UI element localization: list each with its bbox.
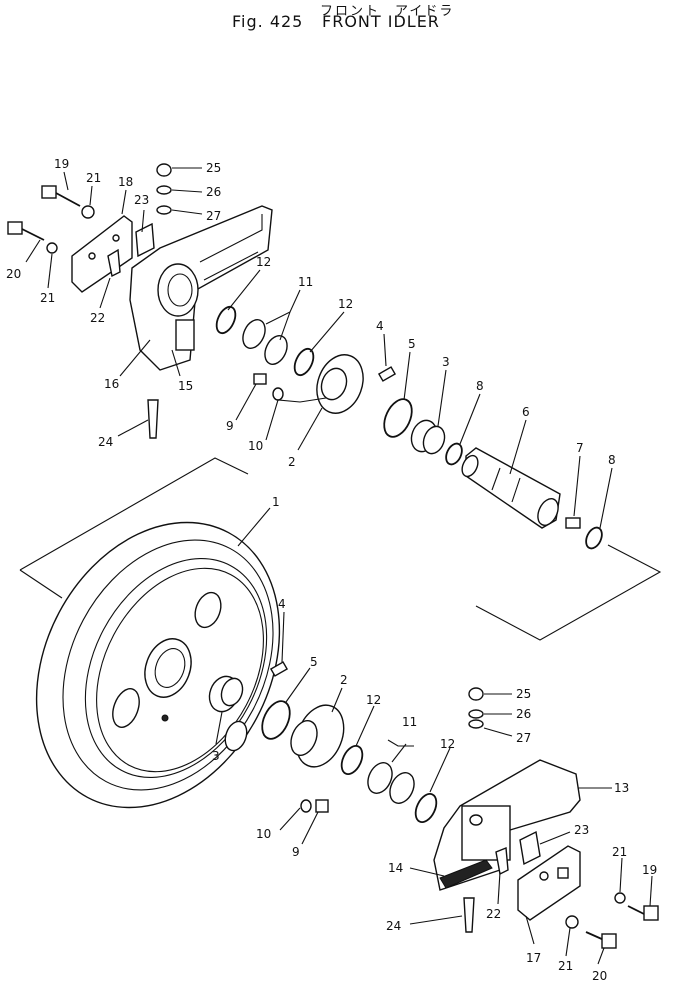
callout-3: 3	[442, 355, 450, 369]
callout-13: 13	[614, 781, 629, 795]
callout-8: 8	[476, 379, 484, 393]
callout-21: 21	[558, 959, 573, 973]
callout-10: 10	[256, 827, 271, 841]
floating-seal-lower	[367, 762, 415, 804]
callout-8: 8	[608, 453, 616, 467]
callout-21: 21	[40, 291, 55, 305]
shim-upper-a	[107, 248, 121, 278]
retainer-upper	[316, 354, 364, 414]
idler-wheel	[35, 521, 281, 809]
bolt-small-lower	[315, 799, 329, 813]
callout-21: 21	[86, 171, 101, 185]
title-japanese: フロント アイドラ	[320, 4, 455, 19]
shaft	[461, 447, 561, 529]
bolt-upper-a	[41, 185, 81, 207]
bearing-housing-upper	[129, 205, 273, 371]
o-ring-lower	[261, 700, 291, 740]
bolt-lower-a	[627, 905, 659, 921]
o-ring-shaft-a	[445, 442, 463, 466]
o-ring-upper	[383, 398, 413, 438]
shim-upper-b	[135, 222, 155, 258]
collar-lower	[208, 675, 244, 713]
assembly-frame-lines	[19, 457, 662, 641]
washer-upper-a	[81, 205, 95, 219]
callout-12: 12	[338, 297, 353, 311]
callout-2: 2	[288, 455, 296, 469]
callout-22: 22	[486, 907, 501, 921]
callout-5: 5	[310, 655, 318, 669]
leader-lines	[25, 167, 653, 965]
washer-upper-b	[46, 242, 58, 254]
bolt-small-upper	[253, 373, 267, 385]
bar-lower	[439, 859, 493, 889]
stud-upper	[147, 399, 159, 439]
o-ring-shaft-b	[585, 526, 603, 550]
callout-20: 20	[6, 267, 21, 281]
callout-11: 11	[402, 715, 417, 729]
callout-24: 24	[386, 919, 401, 933]
plate-lower	[517, 845, 581, 921]
callout-26: 26	[516, 707, 531, 721]
nut-upper	[156, 163, 172, 215]
callout-27: 27	[206, 209, 221, 223]
callout-24: 24	[98, 435, 113, 449]
callout-9: 9	[226, 419, 234, 433]
callout-7: 7	[576, 441, 584, 455]
washer-lower-a	[614, 892, 626, 904]
seal-ring-upper-b	[293, 347, 315, 377]
figure-title: FRONT IDLER	[322, 12, 440, 31]
callout-25: 25	[516, 687, 531, 701]
shim-lower-a	[495, 847, 509, 876]
seal-ring-lower-a	[340, 744, 364, 776]
floating-seal-upper	[242, 319, 288, 365]
figure-number: Fig. 425	[232, 12, 304, 31]
callout-labels: 19 21 18 20 21 22 23 25 26 27 12 11 12 1…	[6, 157, 657, 981]
callout-17: 17	[526, 951, 541, 965]
washer-small-upper	[272, 387, 284, 401]
callout-6: 6	[522, 405, 530, 419]
callout-12: 12	[366, 693, 381, 707]
washer-lower-b	[565, 915, 579, 929]
callout-19: 19	[642, 863, 657, 877]
callout-23: 23	[134, 193, 149, 207]
seal-ring-lower-b	[414, 792, 438, 824]
stud-lower	[463, 897, 475, 933]
callout-11: 11	[298, 275, 313, 289]
callout-1: 1	[272, 495, 280, 509]
callout-16: 16	[104, 377, 119, 391]
callout-22: 22	[90, 311, 105, 325]
callout-23: 23	[574, 823, 589, 837]
callout-12: 12	[256, 255, 271, 269]
callout-4: 4	[278, 597, 286, 611]
shim-lower-b	[519, 830, 541, 866]
bolt-lower-b	[585, 931, 617, 949]
callout-18: 18	[118, 175, 133, 189]
plug	[565, 517, 581, 529]
callout-9: 9	[292, 845, 300, 859]
callout-4: 4	[376, 319, 384, 333]
callout-26: 26	[206, 185, 221, 199]
callout-20: 20	[592, 969, 607, 981]
plate-upper	[71, 215, 133, 293]
bolt-upper-b	[7, 221, 45, 241]
collar-upper	[410, 419, 446, 455]
callout-10: 10	[248, 439, 263, 453]
nut-lower	[468, 687, 484, 729]
callout-14: 14	[388, 861, 403, 875]
callout-19: 19	[54, 157, 69, 171]
washer-small-lower	[300, 799, 312, 813]
callout-12: 12	[440, 737, 455, 751]
callout-25: 25	[206, 161, 221, 175]
pin-upper	[377, 366, 397, 382]
callout-5: 5	[408, 337, 416, 351]
retainer-lower	[290, 704, 345, 768]
pin-lower	[269, 661, 289, 677]
callout-21: 21	[612, 845, 627, 859]
callout-27: 27	[516, 731, 531, 745]
callout-2: 2	[340, 673, 348, 687]
seal-ring-upper-a	[215, 305, 237, 335]
callout-15: 15	[178, 379, 193, 393]
callout-3: 3	[212, 749, 220, 763]
